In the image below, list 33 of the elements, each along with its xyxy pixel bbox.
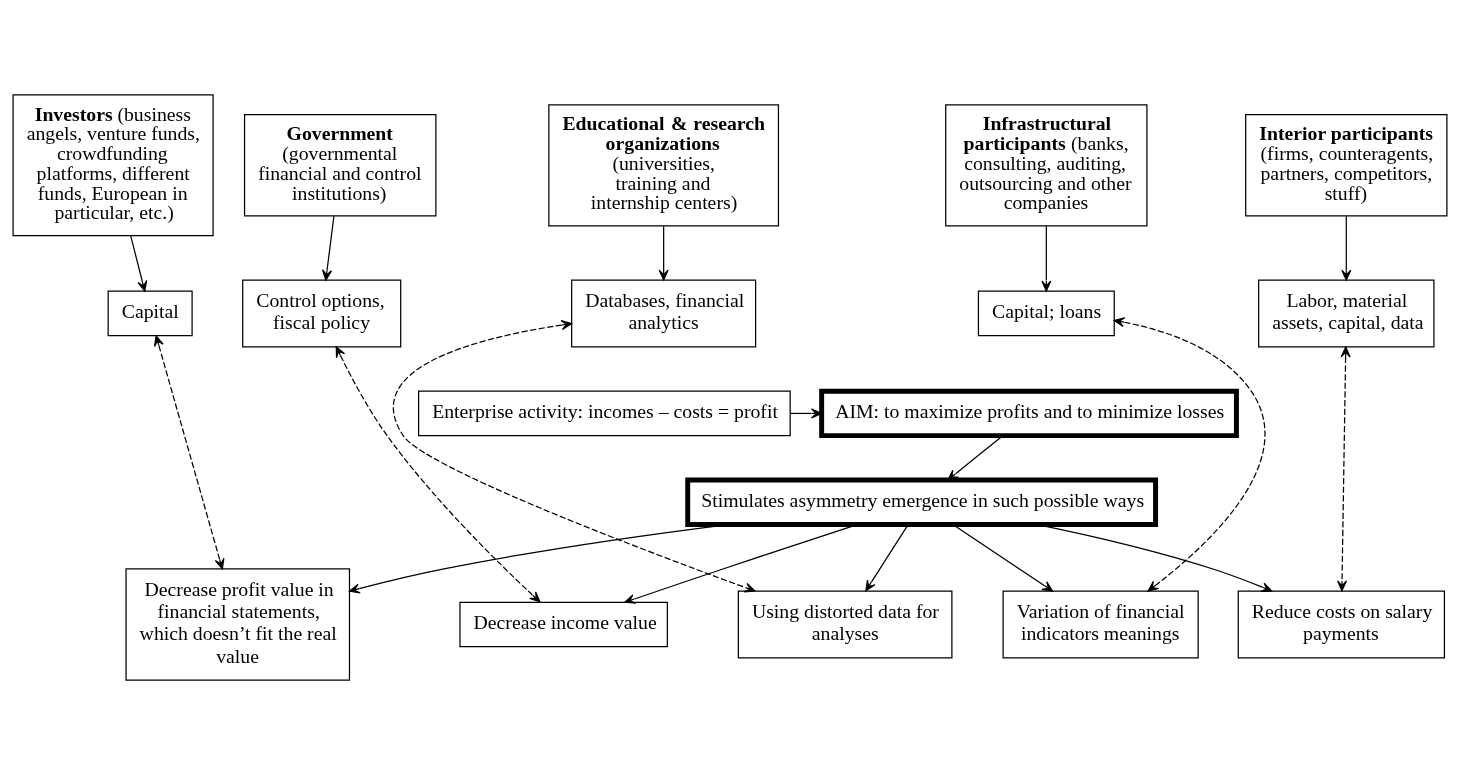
arrow (865, 524, 909, 592)
arrow (1036, 523, 1273, 592)
node-box: AIM: to maximize profits and to minimize losses (819, 388, 1239, 439)
node-box: Databases, financial analytics (571, 279, 757, 348)
node-box: Infrastructural participants (banks, consulting, auditing, outsourcing and other companies (945, 104, 1148, 227)
arrow (130, 235, 148, 292)
node-box: Capital (107, 290, 193, 337)
arrow (1041, 225, 1052, 292)
arrow (322, 215, 335, 281)
node-box: Government (governmental financial and control institutions) (243, 114, 437, 217)
node-box: Stimulates asymmetry emergence in such possible ways (685, 477, 1159, 527)
arrow (789, 408, 823, 419)
arrow (1336, 346, 1351, 592)
node-box: Using distorted data for analyses (737, 590, 953, 659)
node-box: Capital; loans (977, 290, 1115, 337)
node-box: Reduce costs on salary payments (1237, 590, 1446, 659)
node-box: Educational & research organizations (universities, training and internship centers) (548, 104, 780, 227)
arrow (335, 346, 541, 603)
node-box: Enterprise activity: incomes – costs = profit (418, 390, 791, 437)
arrow (658, 225, 669, 281)
arrow (947, 435, 1004, 481)
node-box: Interior participants (firms, counteragents, partners, competitors, stuff) (1245, 114, 1448, 217)
node-box: Labor, material assets, capital, data (1258, 279, 1435, 348)
arrow (1341, 215, 1352, 281)
node-box: Decrease income value (459, 601, 668, 648)
node-box: Investors (business angels, venture funds, crowdfunding platforms, different funds, European in particular, etc.) (12, 94, 214, 237)
arrow (952, 524, 1054, 592)
arrow (153, 335, 225, 570)
node-box: Control options, fiscal policy (242, 279, 402, 348)
arrow (1113, 317, 1266, 592)
node-box: Decrease profit value in financial statements, which doesn’t fit the real value (125, 568, 351, 681)
arrow (392, 320, 756, 593)
node-box: Variation of financial indicators meanings (1002, 590, 1199, 659)
